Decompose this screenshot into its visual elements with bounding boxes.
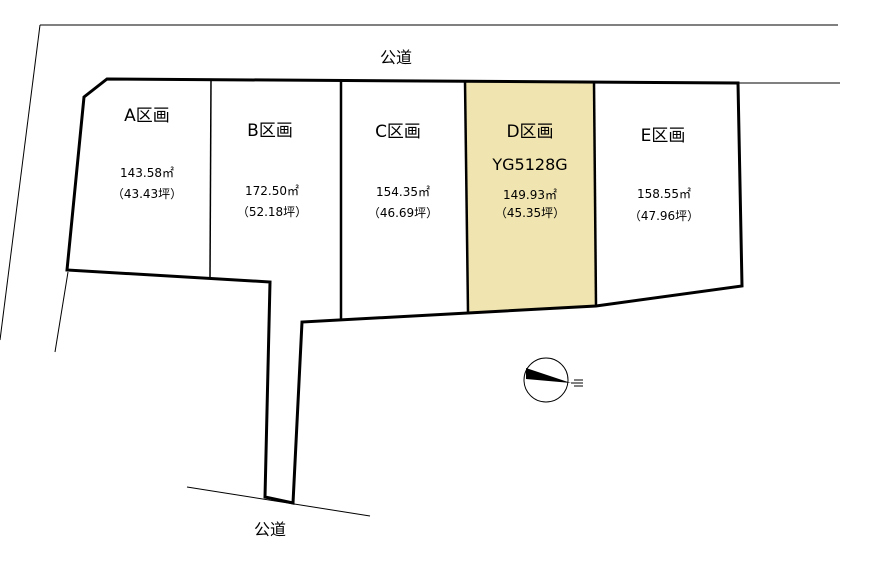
plot-a-tsubo: （43.43坪） [111, 187, 183, 201]
plot-a-area: 143.58㎡ [120, 166, 174, 180]
road-edge-west-inner [54, 271, 69, 353]
divider-a-b [209, 79, 212, 278]
plot-d-code: YG5128G [492, 155, 568, 174]
road-label-north: 公道 [379, 48, 413, 67]
plot-b-name: B区画 [247, 121, 293, 141]
plot-d-highlight [465, 82, 596, 312]
site-boundary [65, 77, 744, 505]
plot-d-area: 149.93㎡ [503, 188, 557, 202]
divider-c-d [463, 80, 470, 313]
plot-c-name: C区画 [375, 122, 421, 142]
plot-b-tsubo: （52.18坪） [236, 205, 308, 219]
plot-a-name: A区画 [124, 106, 170, 126]
plot-e-area: 158.55㎡ [637, 187, 691, 201]
north-arrow-icon [523, 357, 583, 403]
plot-c-area: 154.35㎡ [376, 185, 430, 199]
divider-d-e [592, 81, 598, 307]
plot-d-tsubo: （45.35坪） [494, 206, 566, 220]
road-edge-south [186, 486, 371, 517]
plot-e-name: E区画 [640, 126, 686, 146]
plot-e-tsubo: （47.96坪） [628, 209, 700, 223]
plot-b-area: 172.50㎡ [245, 184, 299, 198]
plot-d-name: D区画 [506, 122, 554, 142]
road-label-south: 公道 [253, 520, 287, 539]
plot-c-tsubo: （46.69坪） [367, 206, 439, 220]
road-edge-west [0, 24, 41, 341]
